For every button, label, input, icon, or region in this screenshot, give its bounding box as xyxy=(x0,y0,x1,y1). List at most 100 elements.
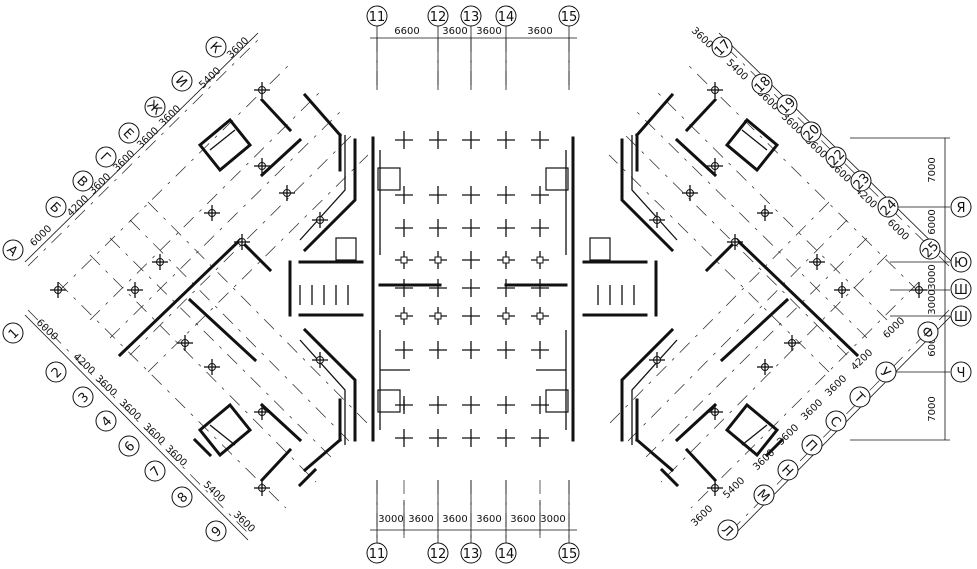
dimension-value-right_lower-4: 3600 xyxy=(799,397,825,423)
dimension-value-bottom-5: 3000 xyxy=(540,514,565,525)
dimension-value-left_lower-6: 5400 xyxy=(201,479,227,505)
axis-marker-bottom-0 xyxy=(366,542,388,564)
dimension-value-bottom-0: 3000 xyxy=(378,514,403,525)
dimension-value-right_lower-5: 3600 xyxy=(823,373,849,399)
axis-marker-left_upper-5 xyxy=(144,96,166,118)
axis-label-bottom-4: 15 xyxy=(561,547,578,562)
corridors xyxy=(288,237,658,317)
axis-marker-right_upper-1 xyxy=(751,73,773,95)
dimension-value-right_lower-2: 3600 xyxy=(751,447,777,473)
axis-marker-top-2 xyxy=(460,5,482,27)
axis-marker-bottom-1 xyxy=(427,542,449,564)
axis-marker-left_upper-7 xyxy=(205,36,227,58)
axis-marker-top-0 xyxy=(366,5,388,27)
central-core xyxy=(371,136,575,442)
dimension-value-left_lower-1: 4200 xyxy=(71,351,97,377)
axis-label-bottom-1: 12 xyxy=(430,547,447,562)
axis-marker-right_side-3 xyxy=(950,305,972,327)
axis-marker-bottom-3 xyxy=(495,542,517,564)
axis-marker-left_lower-3 xyxy=(95,410,117,432)
dimension-value-left_lower-4: 3600 xyxy=(141,421,167,447)
axis-marker-left_upper-2 xyxy=(72,170,94,192)
axis-marker-bottom-2 xyxy=(460,542,482,564)
dimension-value-right_side-5: 7000 xyxy=(927,396,938,421)
dimension-value-left_lower-3: 3600 xyxy=(117,397,143,423)
dimension-lines xyxy=(24,32,953,541)
axis-marker-right_lower-3 xyxy=(801,434,823,456)
dimension-value-right_lower-1: 5400 xyxy=(721,475,747,501)
axis-label-bottom-3: 14 xyxy=(498,547,515,562)
axis-marker-right_upper-6 xyxy=(877,196,899,218)
dimension-value-right_lower-7: 6000 xyxy=(881,315,907,341)
axis-label-top-3: 14 xyxy=(498,10,515,25)
axis-label-top-1: 12 xyxy=(430,10,447,25)
dimension-value-left_upper-7: 3600 xyxy=(225,35,251,61)
axis-label-top-2: 13 xyxy=(463,10,480,25)
dimension-value-right_side-0: 7000 xyxy=(927,157,938,182)
axis-marker-right_lower-0 xyxy=(717,519,739,541)
axis-marker-right_side-1 xyxy=(950,251,972,273)
axis-label-right_side-4: Ч xyxy=(957,366,966,381)
axis-label-top-0: 11 xyxy=(369,10,386,25)
axis-marker-right_upper-5 xyxy=(850,170,872,192)
axis-marker-right_side-4 xyxy=(950,361,972,383)
dimension-value-bottom-2: 3600 xyxy=(442,514,467,525)
axis-label-right_side-1: Ю xyxy=(954,256,968,271)
right-wing xyxy=(608,37,950,536)
dimension-value-right_side-3: 3000 xyxy=(927,289,938,314)
dimension-value-right_side-4: 6000 xyxy=(927,331,938,356)
axis-marker-left_lower-2 xyxy=(72,386,94,408)
dimension-value-left_lower-2: 3600 xyxy=(93,373,119,399)
axis-marker-left_lower-0 xyxy=(2,322,24,344)
axis-label-bottom-0: 11 xyxy=(369,547,386,562)
axis-marker-right_lower-6 xyxy=(875,361,897,383)
axis-marker-right_lower-2 xyxy=(777,459,799,481)
dimension-value-top-3: 3600 xyxy=(527,26,552,37)
axis-marker-bottom-4 xyxy=(558,542,580,564)
axis-marker-top-1 xyxy=(427,5,449,27)
axis-marker-right_upper-7 xyxy=(919,238,941,260)
axis-marker-left_upper-1 xyxy=(45,196,67,218)
dimension-value-left_upper-1: 4200 xyxy=(65,193,91,219)
dimension-value-left_lower-0: 6000 xyxy=(34,317,60,343)
dimension-value-top-1: 3600 xyxy=(442,26,467,37)
dimension-value-right_side-2: 3000 xyxy=(927,264,938,289)
axis-marker-right_upper-3 xyxy=(800,121,822,143)
dimension-value-right_lower-0: 3600 xyxy=(689,503,715,529)
axis-marker-left_lower-4 xyxy=(118,435,140,457)
axis-marker-right_lower-7 xyxy=(917,321,939,343)
axis-label-right_side-0: Я xyxy=(956,201,965,216)
dimension-value-left_upper-4: 3600 xyxy=(135,125,161,151)
axis-marker-right_lower-4 xyxy=(825,410,847,432)
axis-label-right_side-2: Ш xyxy=(954,283,968,298)
dimension-value-left_upper-0: 6000 xyxy=(28,223,54,249)
column-markers xyxy=(395,131,549,447)
dimension-value-bottom-1: 3600 xyxy=(408,514,433,525)
dimension-value-bottom-4: 3600 xyxy=(510,514,535,525)
axis-marker-left_upper-0 xyxy=(2,239,24,261)
dimension-value-right_lower-3: 3600 xyxy=(775,422,801,448)
dimension-value-left_lower-5: 3600 xyxy=(163,443,189,469)
axis-marker-right_side-0 xyxy=(950,196,972,218)
axis-marker-left_lower-6 xyxy=(171,486,193,508)
dimension-value-top-0: 6600 xyxy=(394,26,419,37)
dimension-value-right_upper-7: 6000 xyxy=(885,217,911,243)
dimension-value-bottom-3: 3600 xyxy=(476,514,501,525)
axis-marker-right_upper-4 xyxy=(825,146,847,168)
axis-marker-left_upper-6 xyxy=(171,70,193,92)
dimension-value-right_side-1: 6000 xyxy=(927,209,938,234)
axis-label-right_side-3: Ш xyxy=(954,310,968,325)
left-wing xyxy=(27,37,369,536)
axis-marker-top-4 xyxy=(558,5,580,27)
axis-marker-right_upper-2 xyxy=(776,94,798,116)
axis-marker-left_upper-4 xyxy=(118,122,140,144)
axis-marker-left_upper-3 xyxy=(95,146,117,168)
dimension-value-right_upper-0: 3600 xyxy=(689,25,715,51)
axis-marker-right_lower-5 xyxy=(849,386,871,408)
axis-marker-right_upper-0 xyxy=(711,36,733,58)
axis-label-bottom-2: 13 xyxy=(463,547,480,562)
axis-marker-left_lower-5 xyxy=(144,460,166,482)
axis-marker-left_lower-1 xyxy=(45,361,67,383)
